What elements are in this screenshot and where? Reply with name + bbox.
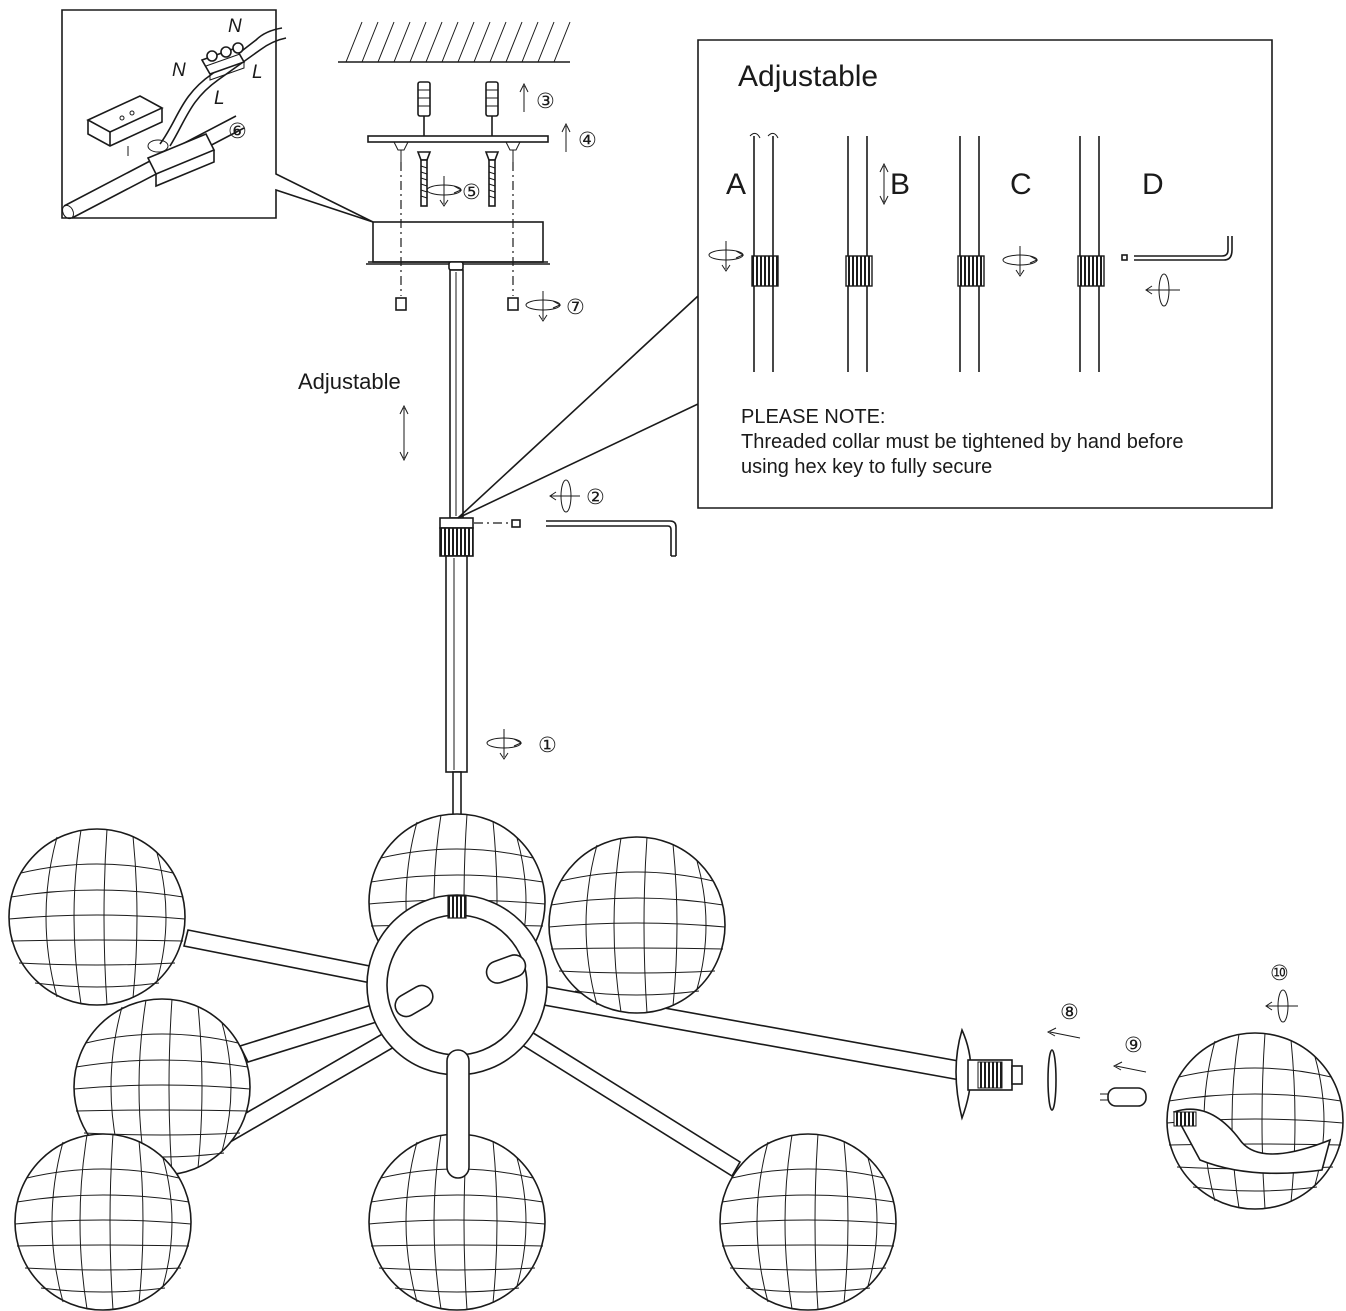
- arm-stub-bottom: [446, 1049, 470, 1179]
- screw-right: [505, 141, 521, 162]
- arrow-up-step4: [561, 122, 571, 152]
- rotate-arrow-step2: [549, 479, 580, 513]
- adjustable-callout: Adjustable A B C: [457, 39, 1273, 519]
- step-2-number: ②: [586, 485, 605, 509]
- variant-b-rod: [845, 136, 889, 372]
- arm-stub-right: [485, 954, 527, 984]
- step-3-number: ③: [536, 89, 555, 113]
- arrow-left-step9: [1112, 1061, 1147, 1073]
- wire-label-neutral-top: N: [228, 16, 242, 37]
- g9-bulb: [1100, 1087, 1147, 1107]
- wire-label-live-bottom: L: [214, 88, 225, 109]
- wall-plug-right: [485, 81, 499, 136]
- globe-detached: [1166, 1032, 1344, 1210]
- wiring-inset: N N L L ⑥: [61, 9, 374, 223]
- step-5-number: ⑤: [462, 180, 481, 204]
- globe-upper-right: [548, 836, 726, 1014]
- cap-nut-right: [507, 297, 519, 311]
- screw-long-right: [484, 151, 500, 207]
- grub-screw: [511, 519, 521, 528]
- variant-b-label: B: [890, 168, 910, 201]
- hub-threaded-nipple: [447, 895, 467, 919]
- step-7-number: ⑦: [566, 295, 585, 319]
- rod-adjustable-label: Adjustable: [298, 369, 401, 394]
- arrow-left-step8: [1046, 1027, 1081, 1039]
- note-line-1: Threaded collar must be tightened by han…: [741, 431, 1184, 453]
- globe-lower-right: [719, 1133, 897, 1311]
- threaded-collar: [439, 517, 474, 557]
- ceiling-canopy: [366, 221, 550, 265]
- variant-d-label: D: [1142, 168, 1164, 201]
- glass-retaining-disc: [1047, 1049, 1057, 1111]
- arm-stub-left: [394, 984, 434, 1018]
- rotate-arrow-step5: [426, 175, 462, 207]
- hex-key-main: [546, 520, 677, 557]
- adjustable-panel-title: Adjustable: [738, 60, 878, 93]
- rotate-arrow-step10: [1265, 989, 1298, 1023]
- arrow-up-step3: [519, 82, 529, 112]
- wire-label-live-right: L: [252, 62, 263, 83]
- globe-upper-left: [8, 828, 186, 1006]
- step-8-number: ⑧: [1060, 1000, 1079, 1024]
- mounting-bracket: [367, 135, 549, 143]
- note-line-2: using hex key to fully secure: [741, 456, 992, 478]
- step-1-number: ①: [538, 733, 557, 757]
- variant-c-label: C: [1010, 168, 1032, 201]
- note-heading: PLEASE NOTE:: [741, 406, 886, 428]
- variant-a-label: A: [726, 168, 746, 201]
- arm-lower-right: [496, 1014, 742, 1178]
- suspension-rod-upper: [448, 261, 464, 519]
- wall-plug-left: [417, 81, 431, 136]
- variant-a-rod: [708, 132, 779, 372]
- variant-d-rod: [1077, 136, 1233, 372]
- socket-assembly: [955, 1027, 1023, 1121]
- globe-lower-left: [14, 1133, 192, 1311]
- screw-long-left: [416, 151, 432, 207]
- chandelier-body: [8, 813, 965, 1311]
- step-10-number: ⑩: [1270, 961, 1289, 985]
- rotate-arrow-step1: [486, 728, 522, 760]
- step-6-number: ⑥: [228, 119, 247, 143]
- ceiling-hatch: [338, 21, 571, 63]
- variant-c-rod: [957, 136, 1038, 372]
- screw-left: [393, 141, 409, 162]
- adjustable-double-arrow: [399, 404, 409, 462]
- hub-sphere: [386, 914, 528, 1056]
- rotate-arrow-step7: [525, 290, 561, 322]
- step-4-number: ④: [578, 128, 597, 152]
- suspension-rod-lower: [445, 555, 468, 819]
- cap-nut-left: [395, 297, 407, 311]
- wire-label-neutral-left: N: [172, 60, 186, 81]
- step-9-number: ⑨: [1124, 1033, 1143, 1057]
